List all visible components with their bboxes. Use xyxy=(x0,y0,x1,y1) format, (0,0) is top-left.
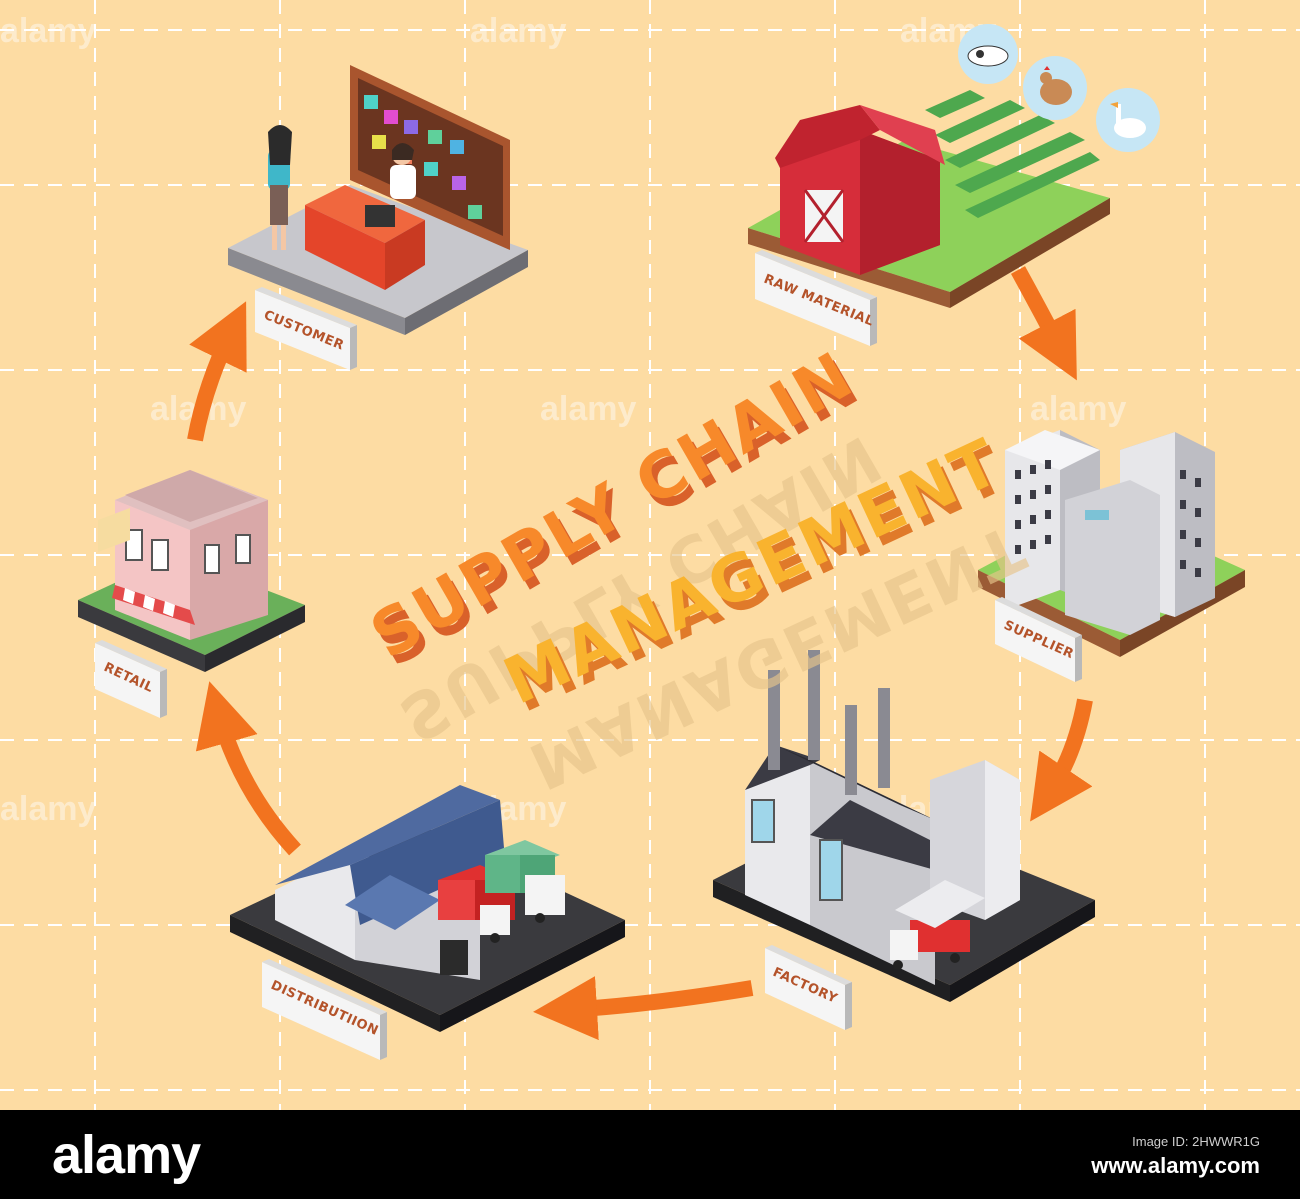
factory-building-icon xyxy=(745,745,960,985)
footer-brand-logo: alamy xyxy=(52,1125,201,1185)
smokestack-icon xyxy=(768,650,890,795)
arrow-raw-to-supplier xyxy=(1010,266,1077,381)
customer-person-icon xyxy=(268,125,292,250)
image-id-text: Image ID: 2HWWR1G xyxy=(1132,1134,1260,1149)
site-url-text: www.alamy.com xyxy=(1091,1153,1260,1178)
distribution-node: DISTRIBUTIION xyxy=(230,785,625,1060)
customer-label: CUSTOMER xyxy=(255,287,357,370)
arrow-supplier-to-factory xyxy=(1030,698,1093,822)
supplier-node: SUPPLIER xyxy=(978,430,1245,682)
green-container-truck-icon xyxy=(485,840,565,923)
watermark: alamy xyxy=(1030,390,1126,428)
factory-label: FACTORY xyxy=(765,945,852,1030)
footer-meta: Image ID: 2HWWR1G www.alamy.com xyxy=(1091,1134,1260,1179)
factory-node: FACTORY xyxy=(713,650,1095,1030)
diagram-canvas: alamy alamy alamy alamy alamy alamy alam… xyxy=(0,0,1300,1110)
arrow-distribution-to-retail xyxy=(195,681,301,856)
crop-rows-icon xyxy=(925,90,1100,218)
watermark: alamy xyxy=(540,390,636,428)
watermark: alamy xyxy=(0,12,96,50)
arrow-factory-to-distribution xyxy=(533,976,754,1041)
warehouse-icon xyxy=(275,785,505,980)
cashier-person-icon xyxy=(390,143,416,199)
watermark: alamy xyxy=(470,12,566,50)
cash-register-icon xyxy=(365,205,395,227)
barn-icon xyxy=(775,105,945,275)
factory-tower-icon xyxy=(930,760,1020,920)
arrow-retail-to-customer xyxy=(187,301,247,442)
retail-label: RETAIL xyxy=(95,640,167,718)
watermark: alamy xyxy=(0,790,96,828)
customer-node: CUSTOMER xyxy=(228,65,528,370)
flow-arrows xyxy=(187,266,1093,1041)
awning-icon xyxy=(112,585,195,625)
raw-material-node: RAW MATERIAL xyxy=(748,24,1160,346)
truck-icon xyxy=(890,920,970,970)
retail-node: RETAIL xyxy=(78,470,305,718)
footer-bar: alamy Image ID: 2HWWR1G www.alamy.com xyxy=(0,1110,1300,1199)
shop-sign-icon xyxy=(98,508,130,552)
